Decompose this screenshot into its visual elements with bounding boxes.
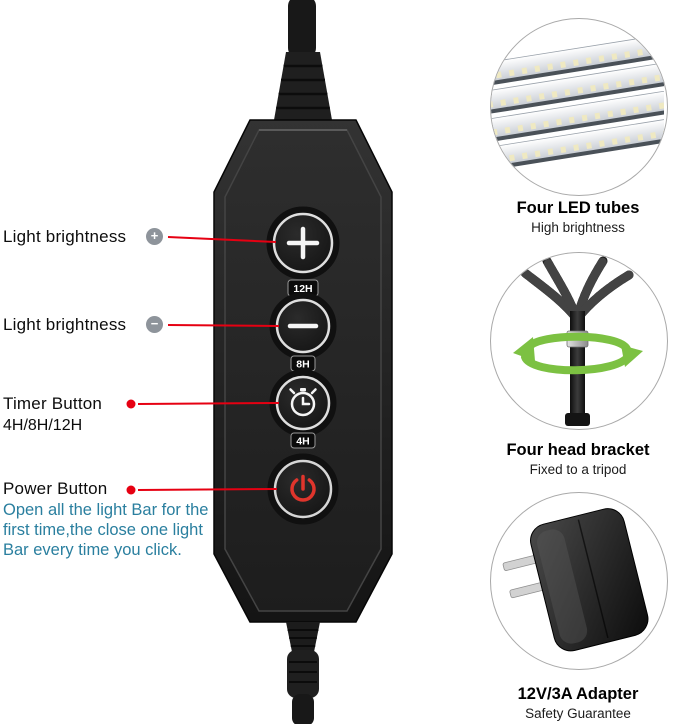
feature-title-adapter: 12V/3A Adapter — [517, 685, 639, 703]
timer-options-label: 4H/8H/12H — [3, 417, 83, 434]
power-button — [267, 453, 339, 525]
callout-dot — [126, 485, 136, 495]
callout-dot — [126, 399, 136, 409]
callout-line — [137, 488, 278, 491]
led-bar — [491, 88, 664, 144]
feature-subtitle-head-bracket: Fixed to a tripod — [529, 462, 627, 477]
timer-button-label: Timer Button — [3, 394, 103, 413]
adapter-photo — [502, 508, 649, 652]
power-description: Open all the light Bar for the first tim… — [3, 501, 209, 559]
adapter-body — [530, 508, 649, 652]
led-bar — [491, 116, 664, 172]
minus-button — [269, 292, 337, 360]
callout-line — [167, 236, 277, 243]
callout-line — [137, 402, 280, 405]
badge-8h: 8H — [290, 355, 316, 372]
feature-circle-led-tubes — [490, 18, 668, 196]
minus-circle-icon: − — [146, 316, 163, 333]
feature-circle-head-bracket — [490, 252, 668, 430]
feature-circle-adapter — [490, 492, 668, 670]
feature-subtitle-led-tubes: High brightness — [531, 220, 625, 235]
cable-top — [274, 0, 332, 120]
feature-title-head-bracket: Four head bracket — [506, 441, 650, 459]
feature-subtitle-adapter: Safety Guarantee — [525, 706, 631, 721]
badge-4h: 4H — [290, 432, 316, 449]
timer-button — [269, 369, 337, 437]
led-bar — [491, 33, 664, 89]
svg-text:8H: 8H — [296, 359, 309, 371]
led-tubes-photo — [491, 33, 664, 172]
badge-12h: 12H — [287, 279, 319, 297]
svg-text:12H: 12H — [293, 283, 312, 295]
svg-text:4H: 4H — [296, 436, 309, 448]
head-bracket-photo — [513, 256, 643, 426]
callout-line — [167, 324, 280, 327]
plus-icon — [286, 226, 320, 260]
plus-circle-icon: + — [146, 228, 163, 245]
cable-bottom — [286, 622, 320, 724]
timer-icon — [289, 388, 317, 417]
power-button-label: Power Button — [3, 479, 108, 498]
gooseneck-arms — [520, 256, 634, 324]
plus-button — [266, 206, 340, 280]
callout-lines — [126, 236, 280, 495]
rotation-arrows-icon — [513, 332, 643, 375]
brightness-up-label: Light brightness — [3, 227, 127, 246]
led-bar — [491, 60, 664, 116]
brightness-down-label: Light brightness — [3, 315, 127, 334]
feature-title-led-tubes: Four LED tubes — [516, 199, 640, 217]
power-icon — [290, 474, 316, 502]
